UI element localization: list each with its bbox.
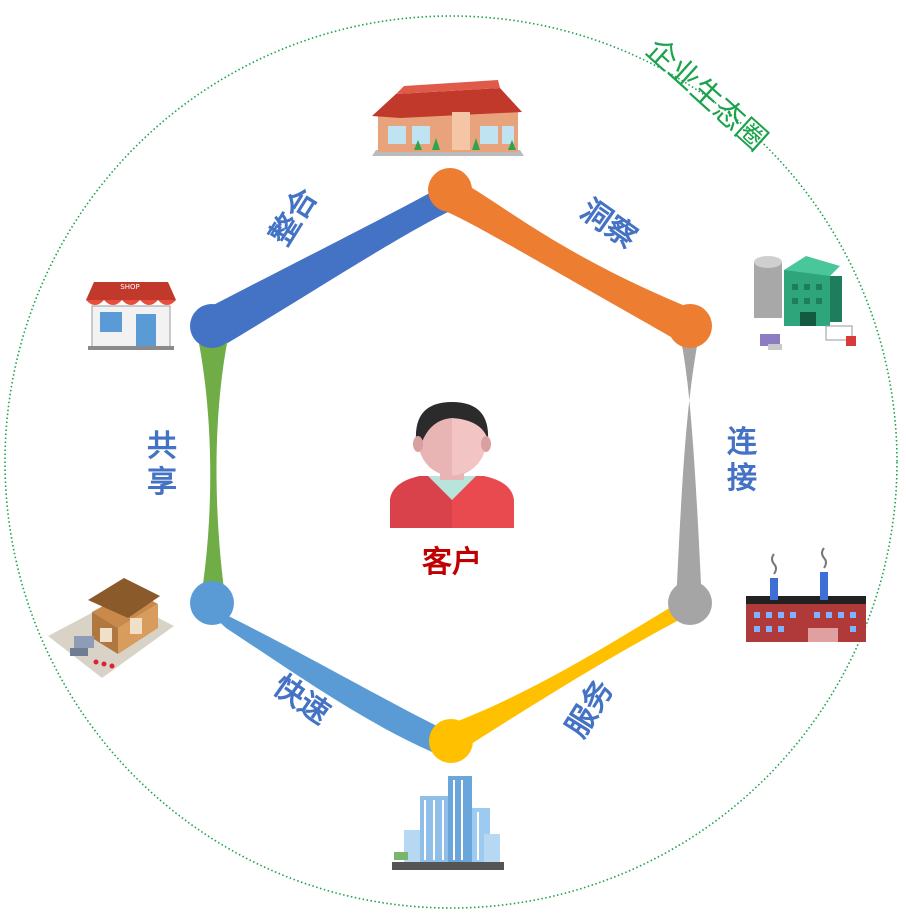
- node-bottom: [429, 719, 473, 763]
- label-integrate: 整合: [263, 182, 324, 251]
- label-share-2: 享: [147, 465, 177, 500]
- edge-share: [198, 338, 228, 604]
- edge-fast: [196, 600, 470, 752]
- edge-insight: [436, 175, 700, 342]
- factory-icon: [746, 547, 866, 642]
- node-lower-right: [668, 581, 712, 625]
- ecosystem-circle: [4, 15, 898, 909]
- hexagon: [190, 168, 712, 763]
- label-connect-1: 连: [727, 425, 758, 460]
- customer-avatar-icon: [390, 402, 514, 528]
- office-tower-icon: [392, 776, 504, 870]
- shop-icon: SHOP: [86, 282, 176, 350]
- center-label: 客户: [422, 545, 482, 580]
- label-connect-2: 接: [727, 461, 757, 496]
- logistics-warehouse-icon: [48, 578, 174, 678]
- supermarket-icon: [372, 80, 524, 156]
- edge-connect: [676, 322, 702, 604]
- label-service: 服务: [559, 674, 620, 743]
- node-lower-left: [190, 581, 234, 625]
- node-upper-left: [190, 304, 234, 348]
- edge-service: [434, 604, 702, 760]
- ecosystem-label: 企业生态圈: [639, 32, 774, 158]
- edge-integrate: [196, 184, 452, 344]
- node-upper-right: [668, 304, 712, 348]
- warehouse-factory-icon: [754, 256, 856, 350]
- node-top: [428, 168, 472, 212]
- label-share-1: 共: [147, 429, 177, 464]
- label-insight: 洞察: [574, 193, 644, 257]
- svg-text:SHOP: SHOP: [120, 283, 139, 291]
